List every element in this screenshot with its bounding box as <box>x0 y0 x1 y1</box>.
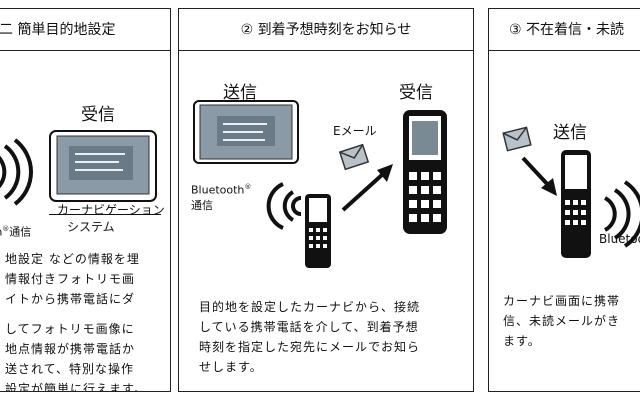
mobile-phone <box>561 150 591 258</box>
mobile-phone-small <box>305 194 331 268</box>
panel-description: カーナビ画面に携帯 信、未読メールがき ます。 <box>503 294 621 348</box>
panel-description: 目的地を設定したカーナビから、接続 している携帯電話を介して、到着予想 時刻を指… <box>199 300 421 374</box>
panel-arrival-notice: ② 到着予想時刻をお知らせ 送信 Bluetooth®通信 Eメール <box>178 8 474 392</box>
panel-title: ② 到着予想時刻をお知らせ <box>179 9 473 51</box>
send-label: 送信 <box>223 83 257 103</box>
arrow-icon <box>521 156 557 196</box>
mobile-phone-large <box>403 110 447 234</box>
email-icon <box>502 126 532 152</box>
email-label: Eメール <box>333 124 377 138</box>
car-navi-screen <box>49 130 157 202</box>
car-navi-label: カーナビゲーション システム <box>57 203 165 234</box>
bluetooth-wave-icon <box>266 182 302 230</box>
arrow-icon <box>341 164 393 212</box>
bluetooth-wave-icon <box>0 138 33 206</box>
panel-missed-calls: ③ 不在着信・未読 送信 Bluetoo <box>488 8 640 392</box>
panel-illustration: 送信 Bluetoo <box>489 52 640 282</box>
panel-illustration: 送信 Bluetooth®通信 Eメール <box>179 52 473 282</box>
panel-title: 二 簡単目的地設定 <box>0 9 170 51</box>
panel-description: 地設定 などの情報を埋 情報付きフォトリモ画 イトから携帯電話にダ してフォトリ… <box>5 252 147 392</box>
bluetooth-label: Bluetoo <box>599 232 640 246</box>
car-navi-screen <box>193 100 299 164</box>
receive-label: 受信 <box>81 105 115 125</box>
panel-illustration: 受信 th®通信 カーナビゲーション システム <box>0 52 170 282</box>
bluetooth-label: Bluetooth®通信 <box>191 183 252 212</box>
bluetooth-label: th®通信 <box>0 225 32 239</box>
email-icon <box>338 143 370 171</box>
send-label: 送信 <box>553 123 587 143</box>
panel-destination-setting: 二 簡単目的地設定 受信 th®通信 カーナビゲーション システム 地設定 など… <box>0 8 171 392</box>
panel-title: ③ 不在着信・未読 <box>489 9 640 51</box>
bluetooth-wave-icon <box>603 180 640 248</box>
receive-label: 受信 <box>399 83 433 103</box>
